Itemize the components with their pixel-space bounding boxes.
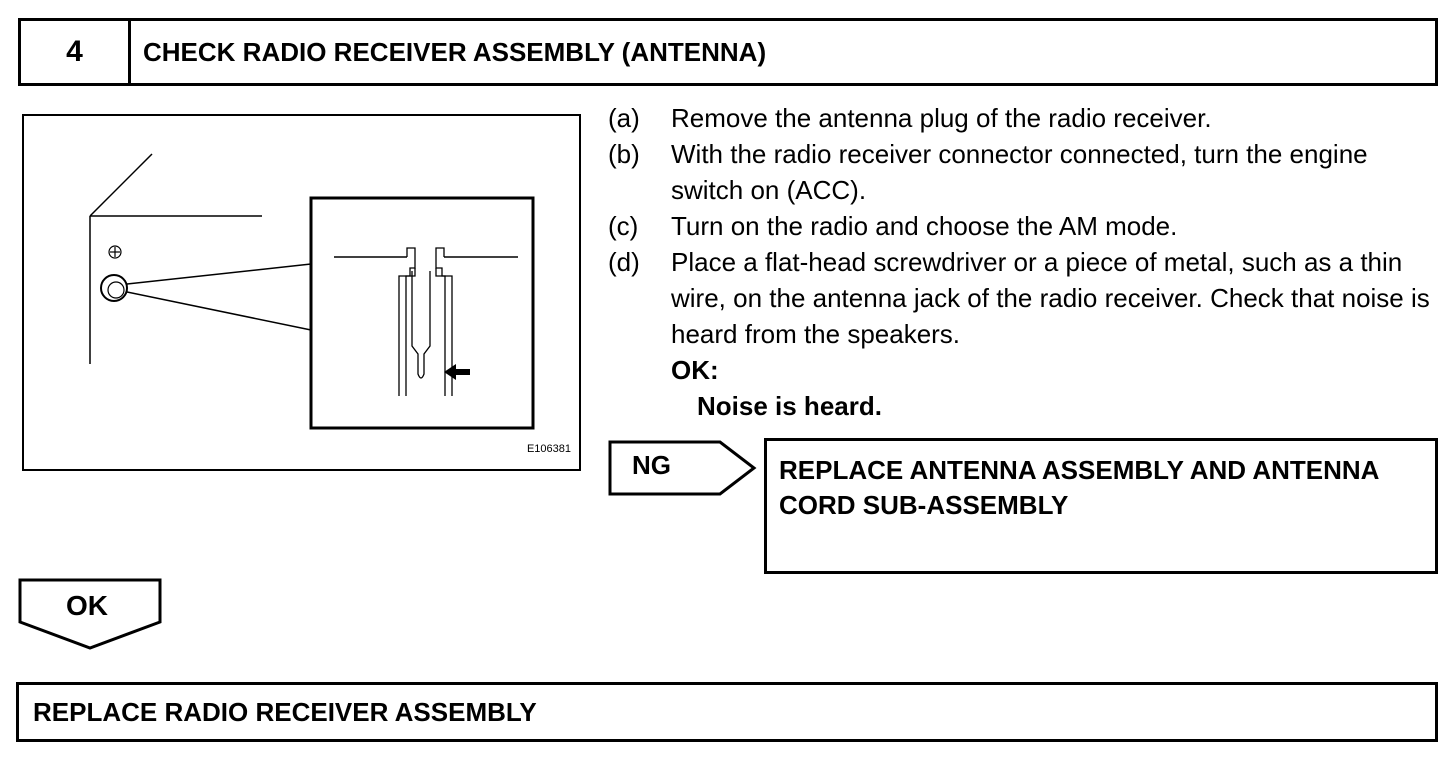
illustration-frame: E106381 [22, 114, 581, 471]
ng-action-text: REPLACE ANTENNA ASSEMBLY AND ANTENNA COR… [779, 455, 1379, 520]
procedure-step: (d) Place a flat-head screwdriver or a p… [608, 244, 1438, 352]
result-value: Noise is heard. [697, 391, 882, 421]
ng-label: NG [632, 450, 671, 480]
step-key: (d) [608, 247, 640, 277]
step-key: (b) [608, 139, 640, 169]
procedure-list: (a) Remove the antenna plug of the radio… [608, 100, 1438, 424]
step-text: With the radio receiver connector connec… [671, 139, 1368, 205]
step-title-box: CHECK RADIO RECEIVER ASSEMBLY (ANTENNA) [128, 18, 1438, 86]
procedure-step: (b) With the radio receiver connector co… [608, 136, 1438, 208]
procedure-step: (c) Turn on the radio and choose the AM … [608, 208, 1438, 244]
result-label: OK: [671, 355, 719, 385]
ok-action-text: REPLACE RADIO RECEIVER ASSEMBLY [33, 696, 537, 727]
step-key: (a) [608, 103, 640, 133]
illustration-id: E106381 [526, 443, 571, 455]
ok-label: OK [66, 590, 108, 621]
step-text: Turn on the radio and choose the AM mode… [671, 211, 1178, 241]
step-key: (c) [608, 211, 639, 241]
step-number-box: 4 [18, 18, 131, 86]
step-number: 4 [66, 35, 83, 68]
ng-action-box: REPLACE ANTENNA ASSEMBLY AND ANTENNA COR… [764, 438, 1438, 574]
ok-action-box: REPLACE RADIO RECEIVER ASSEMBLY [16, 682, 1438, 742]
step-title: CHECK RADIO RECEIVER ASSEMBLY (ANTENNA) [143, 36, 767, 67]
ok-arrow-tag [18, 578, 162, 650]
step-text: Place a flat-head screwdriver or a piece… [671, 247, 1430, 349]
antenna-jack-illustration [89, 153, 535, 430]
step-text: Remove the antenna plug of the radio rec… [671, 103, 1212, 133]
ng-arrow-tag [608, 440, 757, 496]
procedure-step: (a) Remove the antenna plug of the radio… [608, 100, 1438, 136]
